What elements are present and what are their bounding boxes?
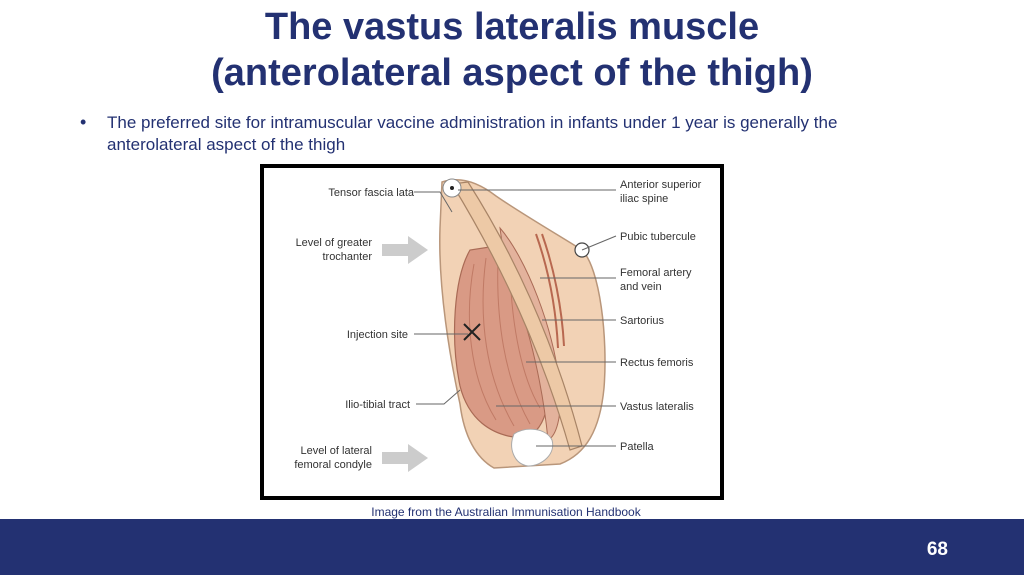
title-line-1: The vastus lateralis muscle xyxy=(264,6,760,48)
image-caption: Image from the Australian Immunisation H… xyxy=(371,505,641,519)
label-iliac-spine-1: Anterior superior xyxy=(620,179,702,191)
bullet-marker: • xyxy=(80,112,87,132)
label-femoral-artery-2: and vein xyxy=(620,281,662,293)
thigh-diagram: Tensor fascia lata Level of greater troc… xyxy=(294,178,702,472)
injection-site-mark xyxy=(463,323,481,341)
label-injection-site: Injection site xyxy=(347,329,408,341)
label-greater-trochanter-1: Level of greater xyxy=(296,237,373,249)
slide-title: The vastus lateralis muscle (anterolater… xyxy=(0,4,1024,96)
bullet-list: • The preferred site for intramuscular v… xyxy=(80,110,880,156)
vastus-lateralis-fibers xyxy=(468,257,541,427)
arrow-greater-trochanter xyxy=(382,236,428,264)
label-vastus-lateralis: Vastus lateralis xyxy=(620,401,694,413)
femoral-vessels xyxy=(535,233,565,349)
arrow-lateral-condyle xyxy=(382,444,428,472)
label-iliac-spine-2: iliac spine xyxy=(620,193,668,205)
thigh-anatomy-figure: Tensor fascia lata Level of greater troc… xyxy=(260,164,724,500)
label-tensor-fascia-lata: Tensor fascia lata xyxy=(328,187,414,199)
patella xyxy=(511,428,554,467)
label-pubic-tubercule: Pubic tubercule xyxy=(620,231,696,243)
label-rectus-femoris: Rectus femoris xyxy=(620,357,694,369)
label-lateral-condyle-1: Level of lateral xyxy=(300,445,372,457)
footer-bar: 68 xyxy=(0,519,1024,575)
bullet-text: The preferred site for intramuscular vac… xyxy=(107,113,838,154)
label-ilio-tibial-tract: Ilio-tibial tract xyxy=(345,399,410,411)
leader-lines-left xyxy=(414,191,468,405)
label-femoral-artery-1: Femoral artery xyxy=(620,267,692,279)
leader-lines-right xyxy=(458,189,617,447)
label-patella: Patella xyxy=(620,441,655,453)
bullet-item: • The preferred site for intramuscular v… xyxy=(80,110,880,156)
label-sartorius: Sartorius xyxy=(620,315,665,327)
label-lateral-condyle-2: femoral condyle xyxy=(294,459,372,471)
title-line-2: (anterolateral aspect of the thigh) xyxy=(211,52,813,94)
iliac-spine-dot xyxy=(450,186,454,190)
page-number: 68 xyxy=(926,539,948,560)
label-greater-trochanter-2: trochanter xyxy=(322,251,372,263)
